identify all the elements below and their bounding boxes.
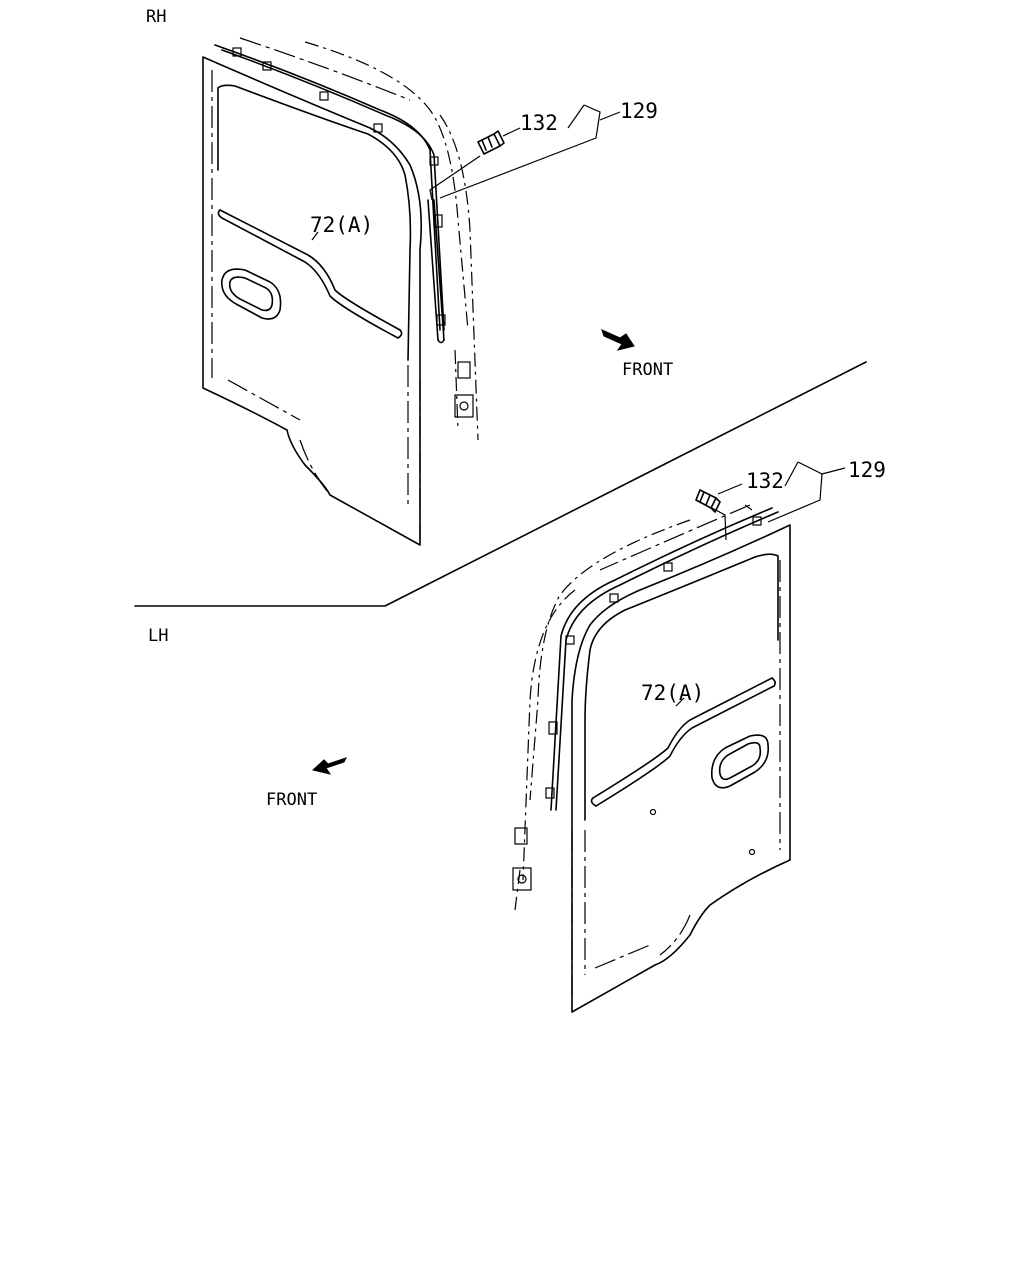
lh-door-hole	[649, 808, 657, 816]
lh-section: LH	[148, 458, 886, 1013]
rh-moulding-72a	[217, 209, 403, 339]
rh-callout-lines	[311, 104, 621, 241]
lh-door-hole	[748, 848, 756, 856]
lh-front-label: FRONT	[266, 790, 317, 810]
rh-clip-132	[477, 130, 505, 155]
lh-callout-lines	[675, 461, 846, 707]
lh-top-rail	[512, 504, 779, 911]
rh-side-label: RH	[146, 7, 166, 27]
lh-side-label: LH	[148, 626, 168, 646]
lh-clip-132	[695, 489, 721, 513]
lh-door-handle	[710, 734, 770, 789]
rh-section: RH	[146, 7, 673, 546]
rh-callout-129: 129	[620, 99, 658, 123]
lh-callout-72a: 72(A)	[641, 681, 704, 705]
lh-callout-129: 129	[848, 458, 886, 482]
rh-door-panel	[202, 56, 423, 546]
rh-callout-132: 132	[520, 111, 558, 135]
rh-top-rail	[214, 37, 479, 441]
lh-moulding-72a	[590, 677, 776, 807]
lh-door-panel	[571, 524, 791, 1013]
rh-side-channel	[427, 199, 474, 418]
rh-front-label: FRONT	[622, 360, 673, 380]
lh-front-arrow-icon	[311, 757, 347, 775]
rh-callout-72a: 72(A)	[310, 213, 373, 237]
rh-front-arrow-icon	[601, 329, 635, 351]
lh-callout-132: 132	[746, 469, 784, 493]
section-divider	[134, 361, 867, 607]
rh-door-handle	[221, 268, 282, 320]
